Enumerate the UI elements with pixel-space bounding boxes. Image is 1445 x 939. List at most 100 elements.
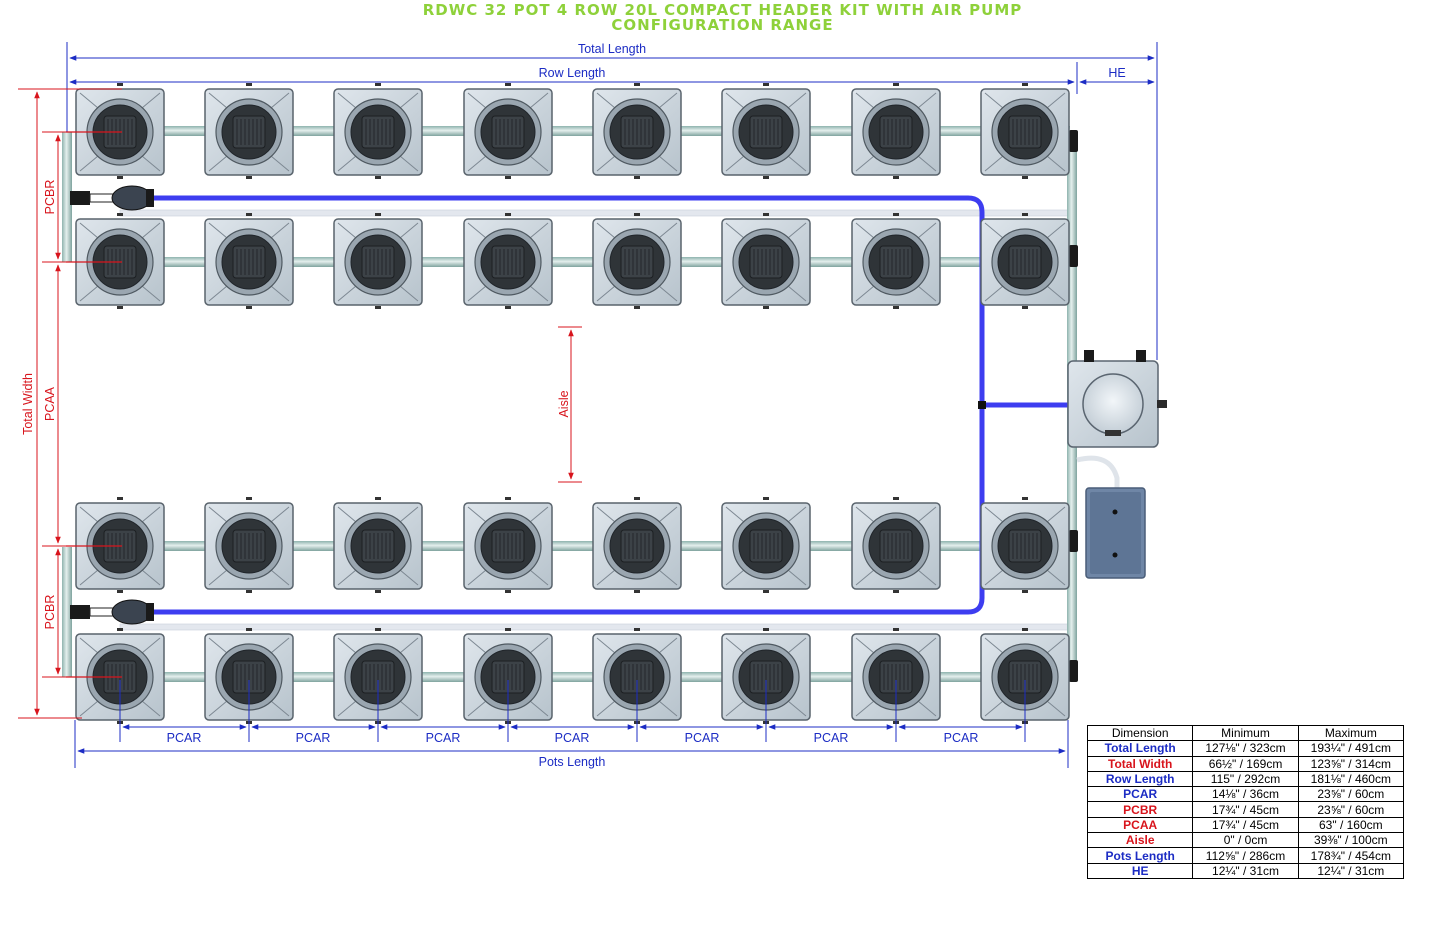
pot [333,628,423,724]
pcar-label: PCAR [554,731,590,745]
pots [75,83,1070,724]
air-stones [70,185,154,625]
table-cell-dimension: Total Length [1086,740,1194,757]
pot [851,628,941,724]
pot [851,497,941,593]
dimension-lines [18,42,1158,768]
table-cell-min: 66½" / 169cm [1192,755,1299,772]
pot [980,83,1070,179]
table-cell-min: 127⅛" / 323cm [1192,740,1299,757]
table-cell-max: 63" / 160cm [1297,816,1405,834]
table-cell-dimension: Aisle [1086,832,1194,849]
pcar-dimensions [119,680,1026,742]
pcar-label: PCAR [684,731,720,745]
pot [592,83,682,179]
table-cell-dimension: Pots Length [1086,847,1194,864]
aisle-label: Aisle [557,390,571,418]
pot [980,213,1070,309]
pot [463,628,553,724]
pot [75,497,165,593]
table-cell-max: 23⅝" / 60cm [1297,786,1405,803]
air-stone [70,599,154,625]
pcbr-label-bottom: PCBR [43,594,57,630]
pot [721,497,811,593]
table-cell-dimension: Row Length [1086,770,1194,788]
pcbr-label-top: PCBR [43,179,57,215]
table-header-cell: Dimension [1086,724,1194,742]
table-cell-dimension: Total Width [1086,755,1194,772]
pot [592,497,682,593]
total-length-label: Total Length [577,42,647,56]
pcar-label: PCAR [813,731,849,745]
table-cell-dimension: HE [1086,862,1194,879]
table-cell-min: 112⅝" / 286cm [1192,847,1299,864]
pot [463,497,553,593]
table-cell-min: 17¾" / 45cm [1192,816,1299,834]
he-label: HE [1108,66,1126,80]
table-cell-dimension: PCBR [1086,801,1194,818]
table-cell-max: 181⅛" / 460cm [1297,770,1405,788]
pot [75,213,165,309]
pot [721,83,811,179]
pot [333,497,423,593]
table-cell-max: 39⅜" / 100cm [1297,832,1405,849]
table-cell-min: 17¾" / 45cm [1192,801,1299,818]
pots-length-label: Pots Length [538,755,606,769]
pot [204,83,294,179]
table-cell-max: 178¾" / 454cm [1297,847,1405,864]
pot [204,628,294,724]
table-cell-dimension: PCAR [1086,786,1194,803]
table-cell-min: 115" / 292cm [1192,770,1299,788]
air-stone [70,185,154,211]
table-cell-max: 193¼" / 491cm [1297,740,1405,757]
table-cell-max: 12¼" / 31cm [1297,862,1405,879]
table-header-cell: Maximum [1297,724,1405,742]
air-pump [1076,455,1146,579]
pot [463,213,553,309]
pot [851,213,941,309]
pot [980,628,1070,724]
table-cell-max: 123⅝" / 314cm [1297,755,1405,772]
pot [463,83,553,179]
pcar-label: PCAR [166,731,202,745]
pot [980,497,1070,593]
pot [204,213,294,309]
pcar-label: PCAR [425,731,461,745]
table-cell-min: 14⅛" / 36cm [1192,786,1299,803]
pot [851,83,941,179]
pot [721,213,811,309]
row-length-label: Row Length [538,66,606,80]
table-header-row: Dimension Minimum Maximum [1086,724,1405,742]
pot [592,628,682,724]
pot [721,628,811,724]
pot [333,213,423,309]
table-header-cell: Minimum [1192,724,1299,742]
pot [333,83,423,179]
diagram-title-line1: RDWC 32 POT 4 ROW 20L COMPACT HEADER KIT… [422,1,1023,19]
table-cell-min: 0" / 0cm [1192,832,1299,849]
pcar-label: PCAR [943,731,979,745]
pot [75,83,165,179]
left-manifold-pipes [62,132,72,677]
table-cell-max: 23⅝" / 60cm [1297,801,1405,818]
header-tank [1067,350,1167,448]
table-cell-dimension: PCAA [1086,816,1194,834]
pot [204,497,294,593]
table-cell-min: 12¼" / 31cm [1192,862,1299,879]
pot [592,213,682,309]
pcar-label: PCAR [295,731,331,745]
row-pipes [80,126,1070,682]
diagram-title-line2: CONFIGURATION RANGE [611,16,834,34]
pcaa-label: PCAA [43,386,57,422]
